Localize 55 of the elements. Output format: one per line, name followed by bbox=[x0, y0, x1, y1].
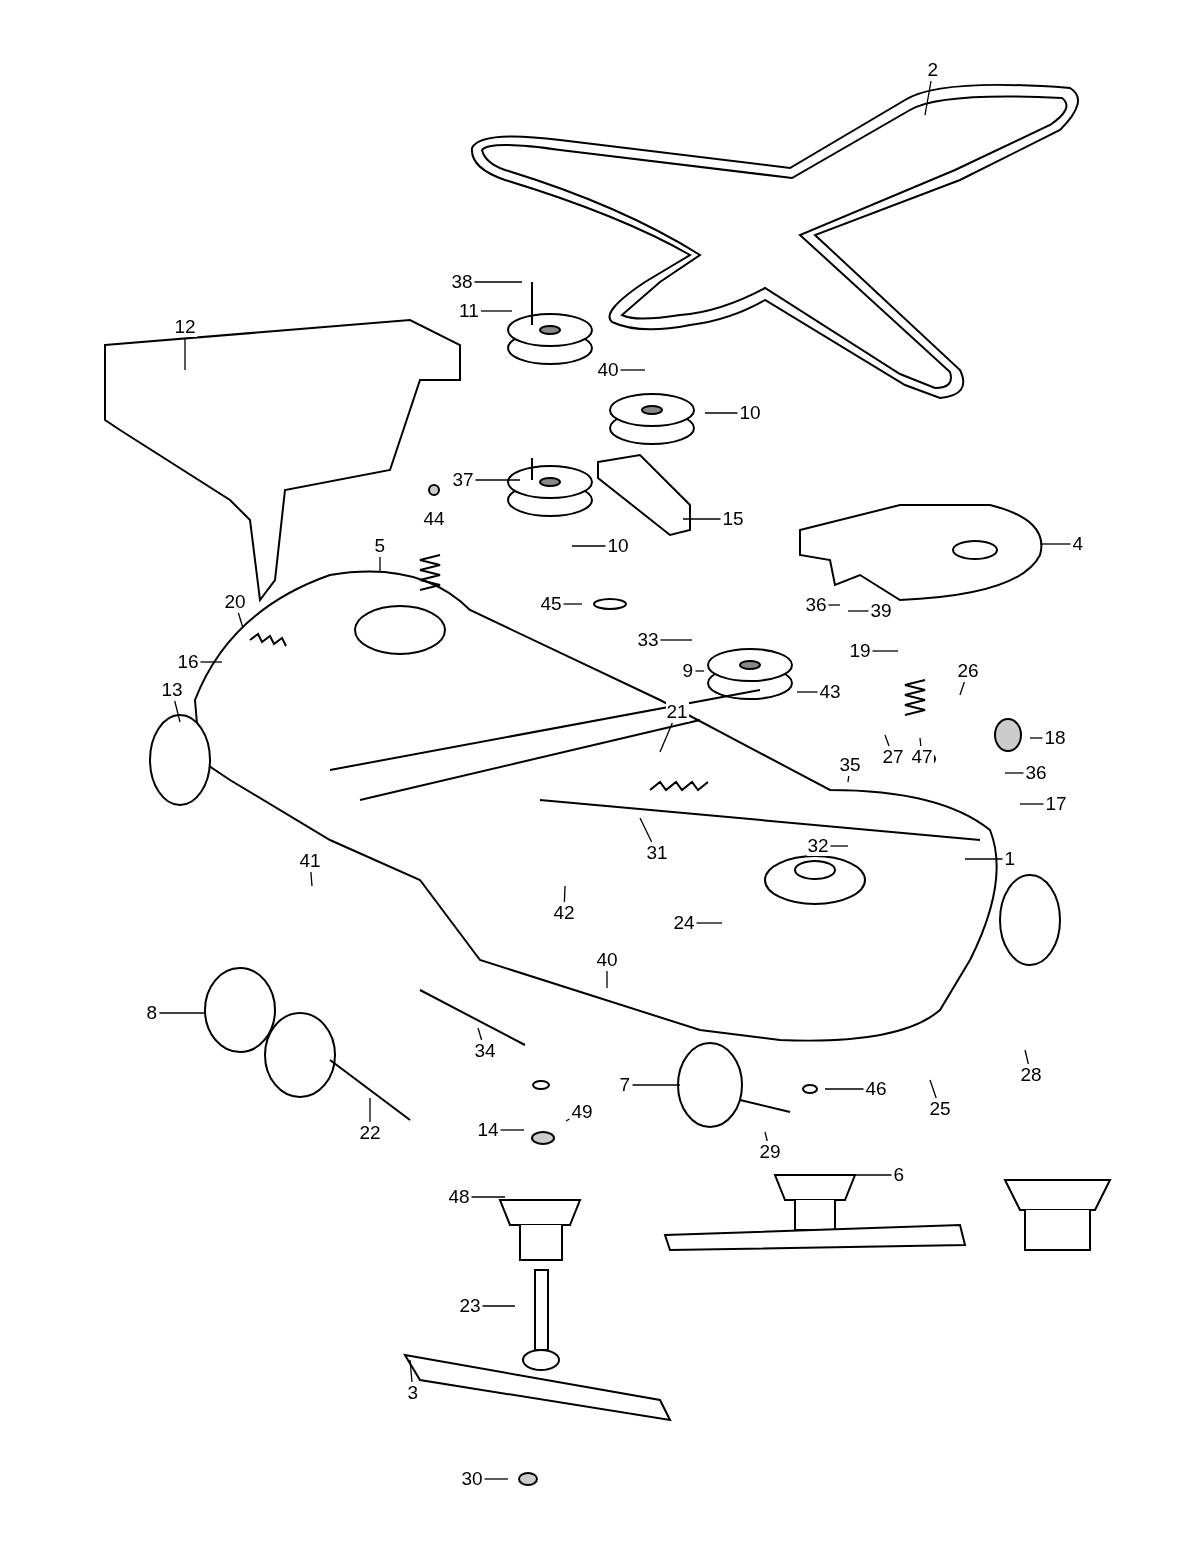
leader-line bbox=[606, 970, 608, 989]
leader-line bbox=[919, 737, 922, 747]
leader-line bbox=[571, 545, 607, 547]
leader-line bbox=[184, 337, 186, 371]
leader-line bbox=[470, 1196, 506, 1198]
leader-line bbox=[473, 281, 523, 283]
leader-line bbox=[174, 700, 181, 723]
leader-line bbox=[483, 1478, 509, 1480]
leader-line bbox=[871, 650, 899, 652]
callout-number: 21 bbox=[665, 702, 689, 722]
leader-line bbox=[379, 556, 381, 573]
leader-line bbox=[695, 922, 723, 924]
leader-line bbox=[480, 310, 513, 312]
leader-line bbox=[639, 817, 653, 843]
leader-line bbox=[158, 1012, 206, 1014]
leader-line bbox=[824, 1088, 865, 1090]
leader-line bbox=[884, 734, 890, 747]
leader-line bbox=[199, 661, 223, 663]
callout-number: 47 bbox=[910, 747, 934, 767]
leader-line bbox=[659, 722, 673, 753]
leader-line bbox=[959, 681, 965, 696]
leader-line bbox=[499, 1129, 525, 1131]
leader-line bbox=[631, 1084, 681, 1086]
callout-number: 12 bbox=[173, 317, 197, 337]
leader-line bbox=[563, 885, 566, 903]
leader-line bbox=[477, 1027, 483, 1041]
leader-line bbox=[1004, 772, 1025, 774]
leader-line bbox=[409, 1359, 413, 1383]
leader-line bbox=[764, 1131, 768, 1142]
leader-line bbox=[924, 80, 932, 116]
leader-line bbox=[682, 518, 722, 520]
leader-line bbox=[964, 858, 1004, 860]
leader-line bbox=[310, 871, 313, 887]
leader-line bbox=[694, 670, 705, 672]
callout-number: 32 bbox=[806, 836, 830, 856]
leader-line bbox=[796, 691, 819, 693]
leader-line bbox=[369, 1097, 371, 1123]
leader-line bbox=[704, 412, 739, 414]
leader-line bbox=[829, 845, 849, 847]
leader-line bbox=[1019, 803, 1045, 805]
leader-line bbox=[847, 775, 850, 783]
leader-line bbox=[1039, 543, 1072, 545]
leader-line bbox=[827, 604, 841, 606]
leader-line bbox=[659, 639, 693, 641]
leader-line bbox=[929, 1079, 937, 1099]
leader-line bbox=[1029, 737, 1044, 739]
leader-line bbox=[565, 1118, 571, 1122]
leader-line bbox=[562, 603, 583, 605]
leader-line bbox=[474, 479, 521, 481]
leader-line bbox=[237, 612, 244, 629]
leader-line bbox=[1024, 1049, 1029, 1065]
leader-line bbox=[854, 1174, 893, 1176]
leader-line bbox=[619, 369, 646, 371]
leader-line bbox=[847, 610, 870, 612]
leader-line bbox=[481, 1305, 516, 1307]
